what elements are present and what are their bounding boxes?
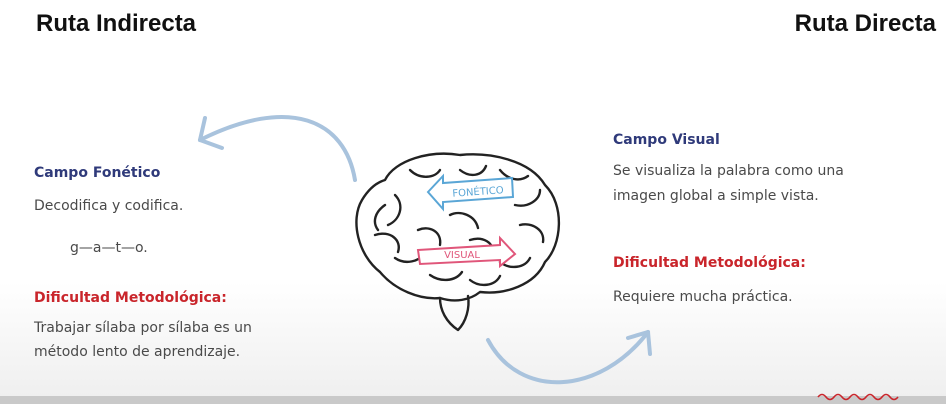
squiggle-icon — [817, 393, 899, 401]
left-heading: Ruta Indirecta — [36, 10, 197, 37]
left-arrow-icon — [198, 115, 357, 182]
visual-arrow-icon: VISUAL — [416, 235, 517, 269]
right-difficulty-text: Requiere mucha práctica. — [613, 289, 793, 305]
phonetic-arrow-label: FONÉTICO — [452, 183, 504, 200]
visual-field-text-line1: Se visualiza la palabra como una — [613, 163, 844, 179]
visual-arrow-label: VISUAL — [444, 250, 480, 261]
left-difficulty-line2: método lento de aprendizaje. — [34, 344, 241, 360]
phonetic-example: g—a—t—o. — [70, 240, 148, 256]
phonetic-field-text: Decodifica y codifica. — [34, 198, 184, 214]
visual-field-title: Campo Visual — [613, 132, 720, 148]
right-difficulty-title: Dificultad Metodológica: — [613, 255, 806, 271]
left-difficulty-line1: Trabajar sílaba por sílaba es un — [34, 320, 252, 336]
right-arrow-icon — [486, 330, 652, 385]
left-difficulty-title: Dificultad Metodológica: — [34, 290, 227, 306]
right-heading: Ruta Directa — [794, 10, 936, 37]
visual-field-text-line2: imagen global a simple vista. — [613, 188, 819, 204]
brain-icon — [355, 152, 561, 332]
phonetic-field-title: Campo Fonético — [34, 165, 161, 181]
phonetic-arrow-icon: FONÉTICO — [426, 173, 515, 212]
bottom-bar — [0, 396, 946, 404]
